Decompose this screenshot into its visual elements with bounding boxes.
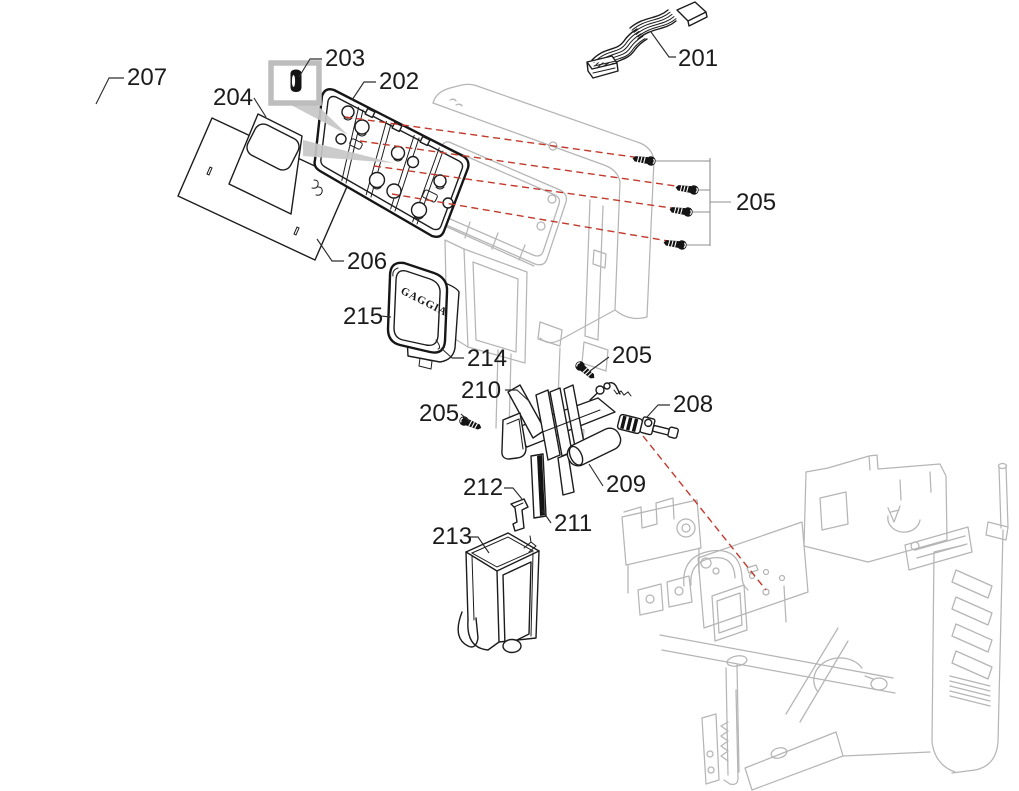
part-201-ribbon-cable xyxy=(586,1,708,79)
screw-icon xyxy=(668,204,694,218)
screw-icon xyxy=(457,414,484,433)
machine-chassis-ghost xyxy=(621,454,1009,791)
callout-label-201: 201 xyxy=(678,45,718,72)
callout-label-210: 210 xyxy=(461,377,501,404)
callout-label-203: 203 xyxy=(325,45,365,72)
screw-icon xyxy=(572,358,598,383)
callout-label-211: 211 xyxy=(554,510,592,537)
part-212-clip xyxy=(510,498,529,532)
callout-label-204: 204 xyxy=(213,84,253,111)
part-202-control-panel xyxy=(313,88,470,239)
callout-label-215: 215 xyxy=(343,303,383,330)
screw-alignment-dashes xyxy=(344,116,691,244)
part-208-valve-pin xyxy=(616,413,767,591)
screw-icon xyxy=(674,182,700,196)
insert-arrow-from-203 xyxy=(287,101,348,135)
part-203-grommet-highlight xyxy=(268,60,322,106)
callout-label-205-left: 205 xyxy=(419,400,459,427)
part-215-gaggia-cover: GAGGIA xyxy=(386,261,449,354)
part-209-roller xyxy=(566,427,622,467)
callout-label-212: 212 xyxy=(463,474,503,501)
callout-label-213: 213 xyxy=(432,523,472,550)
part-211-strip xyxy=(530,453,547,519)
callout-leader-lines xyxy=(95,31,676,554)
callout-label-214: 214 xyxy=(467,345,507,372)
callout-label-205-right: 205 xyxy=(736,189,776,216)
insert-arrow-from-204 xyxy=(303,140,394,163)
callout-label-202: 202 xyxy=(379,68,419,95)
screws-205-right-group xyxy=(631,153,731,251)
screw-icon xyxy=(662,237,688,251)
callout-labels: 207 204 203 202 201 205 206 215 214 205 … xyxy=(127,45,776,550)
callout-label-207: 207 xyxy=(127,64,167,91)
callout-label-206: 206 xyxy=(347,248,387,275)
part-210-bracket xyxy=(501,382,632,496)
part-204-membrane xyxy=(228,113,303,215)
callout-label-209: 209 xyxy=(606,471,646,498)
part-213-dreg-drawer xyxy=(457,532,540,654)
callout-label-208: 208 xyxy=(673,391,713,418)
callout-label-205-mid: 205 xyxy=(612,342,652,369)
